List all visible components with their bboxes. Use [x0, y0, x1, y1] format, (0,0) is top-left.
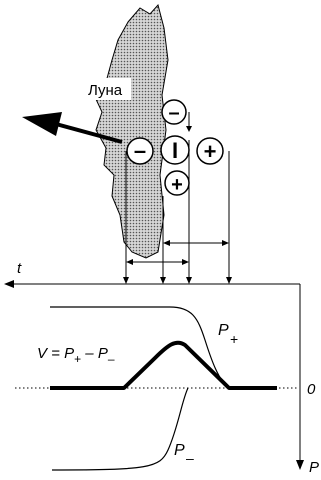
power-axis	[296, 284, 304, 470]
power-axis-label: P	[309, 459, 319, 476]
interval-arrow-1	[126, 259, 189, 265]
svg-text:+: +	[204, 139, 217, 164]
formula-v: V = P+ – P–	[37, 345, 115, 366]
svg-text:+: +	[230, 331, 238, 347]
svg-text:P: P	[174, 442, 185, 459]
detector-center: I	[160, 135, 190, 165]
moon-label: Луна	[88, 82, 123, 99]
interval-arrow-2	[163, 240, 229, 246]
motion-arrow	[22, 112, 123, 144]
small-down-arrow	[186, 112, 192, 132]
projection-arrowheads	[123, 277, 232, 284]
svg-text:–: –	[134, 138, 146, 163]
svg-text:–: –	[186, 450, 194, 466]
svg-text:+: +	[171, 174, 183, 196]
curve-v	[50, 340, 277, 390]
detector-plus-right: +	[196, 137, 224, 165]
time-axis-label: t	[17, 260, 22, 277]
moon-label-box	[85, 78, 131, 100]
detector-minus-top: –	[161, 99, 187, 125]
projection-lines	[125, 140, 230, 283]
p-plus-label: P +	[218, 322, 238, 347]
curve-p-minus	[51, 387, 189, 471]
p-minus-label: P –	[174, 442, 194, 466]
svg-text:P: P	[218, 322, 229, 339]
moon-shape	[93, 3, 169, 259]
svg-text:I: I	[172, 138, 178, 163]
time-axis	[4, 280, 300, 288]
svg-text:–: –	[168, 102, 179, 124]
zero-label: 0	[307, 381, 316, 398]
detector-plus-bottom: +	[164, 170, 190, 196]
detector-minus-left: –	[126, 137, 154, 165]
